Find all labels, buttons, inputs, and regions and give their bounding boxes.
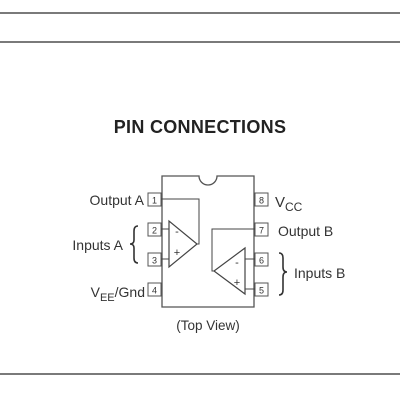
inputs-a-label: Inputs A <box>72 237 123 253</box>
pin-2: 2 <box>147 222 162 237</box>
opamp-b-output-lead <box>211 228 255 272</box>
pin-8-label: VCC <box>275 194 303 214</box>
inputs-a-brace <box>129 225 139 264</box>
pin-1-label: Output A <box>90 192 145 208</box>
pin-1-number: 1 <box>152 196 157 206</box>
pin-1: 1 <box>147 192 162 207</box>
top-rule-inner <box>0 41 400 43</box>
pin-8-label-sub: CC <box>285 200 303 214</box>
opamp-a-triangle <box>168 219 198 269</box>
opamp-b-minus-sign: - <box>235 257 239 269</box>
section-title: PIN CONNECTIONS <box>113 117 287 137</box>
pin-5-number: 5 <box>259 286 264 296</box>
top-rule-outer <box>0 12 400 14</box>
pin-4-label-sub: EE <box>100 292 115 304</box>
pin-5: 5 <box>254 282 269 297</box>
pin-4-label: VEE/Gnd <box>91 284 145 304</box>
pin-4-label-main: V <box>91 284 101 300</box>
top-view-label: (Top View) <box>176 318 240 333</box>
pin-3: 3 <box>147 252 162 267</box>
pin-8-number: 8 <box>259 196 264 206</box>
pin-7-label: Output B <box>278 223 333 239</box>
bottom-rule <box>0 373 400 375</box>
pin-2-number: 2 <box>152 226 157 236</box>
inputs-b-brace <box>278 252 288 296</box>
pin-4: 4 <box>147 282 162 297</box>
pin-4-label-tail: /Gnd <box>115 284 145 300</box>
pin-6-number: 6 <box>259 256 264 266</box>
pin-7-number: 7 <box>259 226 264 236</box>
opamp-b: - + <box>211 228 255 296</box>
inputs-b-label: Inputs B <box>294 265 345 281</box>
pin-8-label-main: V <box>275 194 285 211</box>
pin-4-box <box>147 282 162 297</box>
pin-3-number: 3 <box>152 256 157 266</box>
opamp-a-output-lead <box>161 198 200 245</box>
opamp-a-minus-sign: - <box>175 226 179 238</box>
pin-8: 8 <box>254 192 269 207</box>
opamp-b-triangle <box>212 246 246 296</box>
opamp-b-plus-sign: + <box>234 277 240 289</box>
opamp-a-plus-sign: + <box>174 247 180 259</box>
pin-7: 7 <box>254 222 269 237</box>
pin-6: 6 <box>254 252 269 267</box>
opamp-a: - + <box>161 198 200 269</box>
pin-4-number: 4 <box>152 286 157 296</box>
pin-8-box <box>254 192 269 207</box>
